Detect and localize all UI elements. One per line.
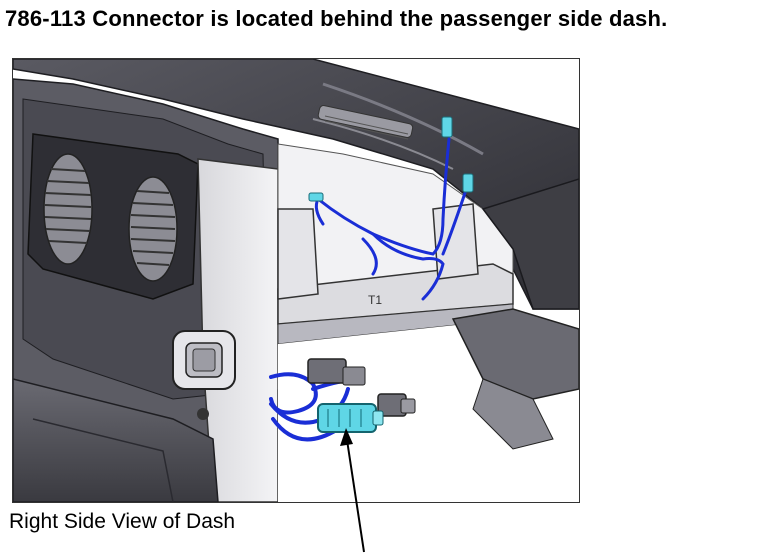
harness-clip [441,116,453,138]
air-vent-left [43,153,93,265]
screw-icon [197,408,209,420]
connector-786-113 [317,403,384,433]
defrost-grille [317,105,414,140]
page-heading: 786-113 Connector is located behind the … [5,6,668,31]
support-bracket [277,208,319,300]
air-vent-right [128,176,178,282]
dash-top-ridge [322,82,484,156]
harness-clip [308,192,324,202]
svg-text:T1: T1 [368,293,382,307]
dash-illustration-frame: T1 [12,58,580,503]
dash-right-lower [472,378,554,450]
dash-lower-seam [32,418,174,502]
dash-right-edge [481,178,579,310]
dash-switch [172,330,236,390]
dash-illustration: T1 [13,59,579,502]
dash-top-surface [13,59,579,310]
harness-clip [462,173,474,193]
figure-caption: Right Side View of Dash [9,510,236,533]
dash-end-cap [197,158,279,502]
dash-top-ridge [312,118,454,170]
harness-connector-grey [307,358,416,417]
